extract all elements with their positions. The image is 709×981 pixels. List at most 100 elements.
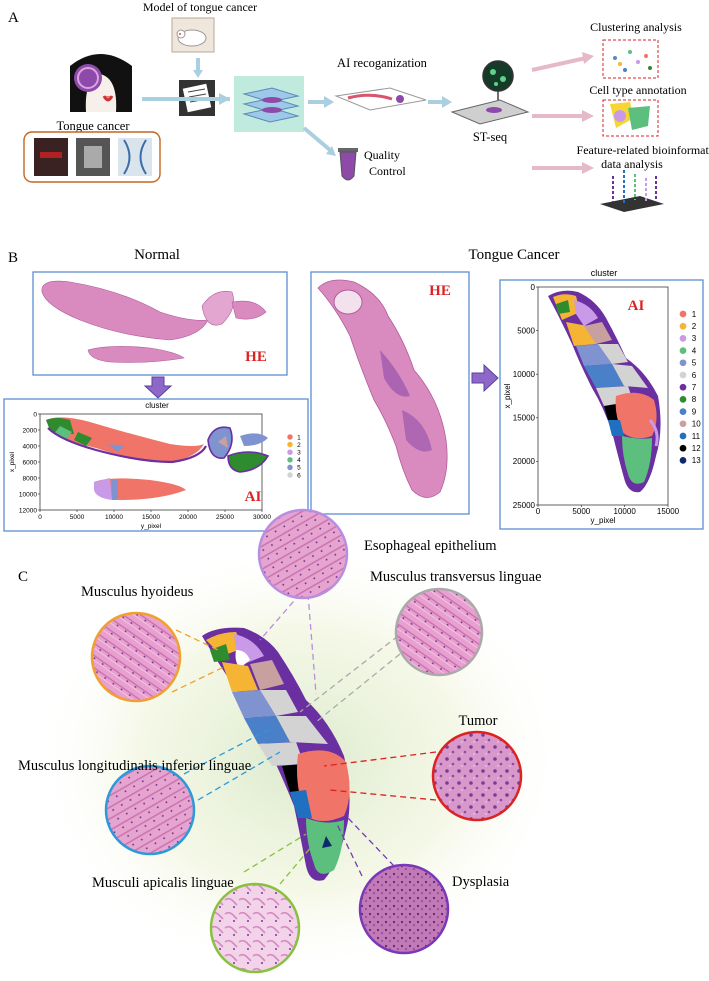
stseq-label: ST-seq xyxy=(473,130,508,144)
legend-label: 10 xyxy=(692,420,701,429)
legend-label: 6 xyxy=(297,472,301,479)
label-dysplasia: Dysplasia xyxy=(452,874,510,890)
x-tick-label: 0 xyxy=(536,507,541,516)
clustering-thumbnail xyxy=(602,39,659,79)
legend-marker xyxy=(287,472,293,478)
circle-tumor xyxy=(431,730,523,822)
legend-label: 6 xyxy=(692,371,697,380)
cancer-ai-label: AI xyxy=(628,298,645,314)
legend-marker xyxy=(679,310,687,318)
connector-apicalis xyxy=(243,833,307,873)
circle-apicalis xyxy=(209,882,301,974)
normal-he-label: HE xyxy=(245,349,267,365)
y-tick-label: 0 xyxy=(33,411,37,418)
y-tick-label: 20000 xyxy=(513,457,536,466)
qc-tube-icon xyxy=(338,148,358,181)
stseq-chip-image xyxy=(450,60,530,125)
normal-chart-title: cluster xyxy=(145,401,169,410)
legend-label: 2 xyxy=(692,322,697,331)
circle-transversus xyxy=(394,587,484,677)
y-tick-label: 10000 xyxy=(513,370,536,379)
clustering-label: Clustering analysis xyxy=(590,20,682,34)
y-tick-label: 5000 xyxy=(517,326,535,335)
legend-label: 1 xyxy=(692,310,697,319)
legend-label: 5 xyxy=(297,465,301,472)
arrow-to-qc xyxy=(302,126,332,152)
legend-marker xyxy=(679,408,687,415)
y-tick-label: 6000 xyxy=(23,459,38,466)
y-axis-label: x_pixel xyxy=(503,383,512,408)
legend-marker xyxy=(287,457,293,463)
legend-marker xyxy=(679,457,687,464)
feature-label-1: Feature-related bioinformatic xyxy=(577,143,709,157)
connector-tumor xyxy=(323,751,437,767)
legend-label: 13 xyxy=(692,456,701,465)
legend-label: 8 xyxy=(692,395,697,404)
celltype-label: Cell type annotation xyxy=(589,83,686,97)
label-tumor: Tumor xyxy=(459,713,498,729)
x-axis-label: y_pixel xyxy=(141,523,162,530)
x-tick-label: 15000 xyxy=(142,514,160,521)
slide-stack-image xyxy=(234,76,304,132)
right-arrow-icon xyxy=(471,363,499,393)
cancer-title: Tongue Cancer xyxy=(469,247,560,263)
legend-label: 1 xyxy=(297,434,301,441)
normal-cluster-map-1 xyxy=(46,417,204,462)
qc-label-2: Control xyxy=(369,164,406,178)
legend-marker xyxy=(679,396,687,403)
label-longitudinalis: Musculus longitudinalis inferior linguae xyxy=(18,758,251,774)
legend-marker xyxy=(679,335,687,342)
legend-marker xyxy=(679,444,687,452)
label-apicalis: Musculi apicalis linguae xyxy=(92,875,234,891)
model-label: Model of tongue cancer xyxy=(143,0,257,14)
connector-longitudinalis xyxy=(183,729,269,775)
normal-he-image: HE xyxy=(32,271,288,376)
y-axis-label: x_pixel xyxy=(9,451,16,472)
legend-label: 7 xyxy=(692,383,697,392)
legend-marker xyxy=(679,359,687,367)
x-tick-label: 15000 xyxy=(657,507,680,516)
normal-ai-label: AI xyxy=(245,489,262,505)
connector-transversus xyxy=(299,635,399,713)
legend-label: 3 xyxy=(297,449,301,456)
feature-thumbnail xyxy=(600,170,664,212)
y-tick-label: 15000 xyxy=(513,414,536,423)
y-tick-label: 8000 xyxy=(23,475,38,482)
label-hyoideus: Musculus hyoideus xyxy=(81,584,194,600)
down-arrow-icon xyxy=(143,376,173,399)
ai-recognition-label: AI recoganization xyxy=(337,56,428,70)
qc-label-1: Quality xyxy=(364,148,400,162)
y-tick-label: 2000 xyxy=(23,427,38,434)
y-tick-label: 12000 xyxy=(19,507,37,514)
x-tick-label: 20000 xyxy=(179,514,197,521)
legend-marker xyxy=(287,449,293,455)
legend-label: 9 xyxy=(692,407,697,416)
model-mouse-image: Model of tongue cancer xyxy=(143,0,257,53)
legend-marker xyxy=(679,432,687,440)
label-esophageal-epithelium: Esophageal epithelium xyxy=(364,538,497,554)
legend-label: 2 xyxy=(297,442,301,449)
arrow-to-clustering xyxy=(531,56,587,72)
cancer-cluster-map xyxy=(548,290,661,493)
connector-esophageal xyxy=(259,593,301,641)
circle-hyoideus xyxy=(90,611,182,703)
cancer-he-label: HE xyxy=(429,283,451,299)
legend-label: 4 xyxy=(297,457,301,464)
legend-marker xyxy=(679,322,687,330)
legend-marker xyxy=(679,420,687,428)
celltype-thumbnail xyxy=(602,99,659,137)
legend-marker xyxy=(679,383,687,391)
legend-label: 11 xyxy=(692,432,701,441)
patient-cartoon-image xyxy=(62,52,140,116)
legend-label: 12 xyxy=(692,444,701,453)
legend-label: 4 xyxy=(692,346,697,355)
circle-longitudinalis xyxy=(104,764,196,856)
x-axis-label: y_pixel xyxy=(591,516,616,525)
cancer-he-image: HE xyxy=(310,271,470,515)
y-tick-label: 4000 xyxy=(23,443,38,450)
